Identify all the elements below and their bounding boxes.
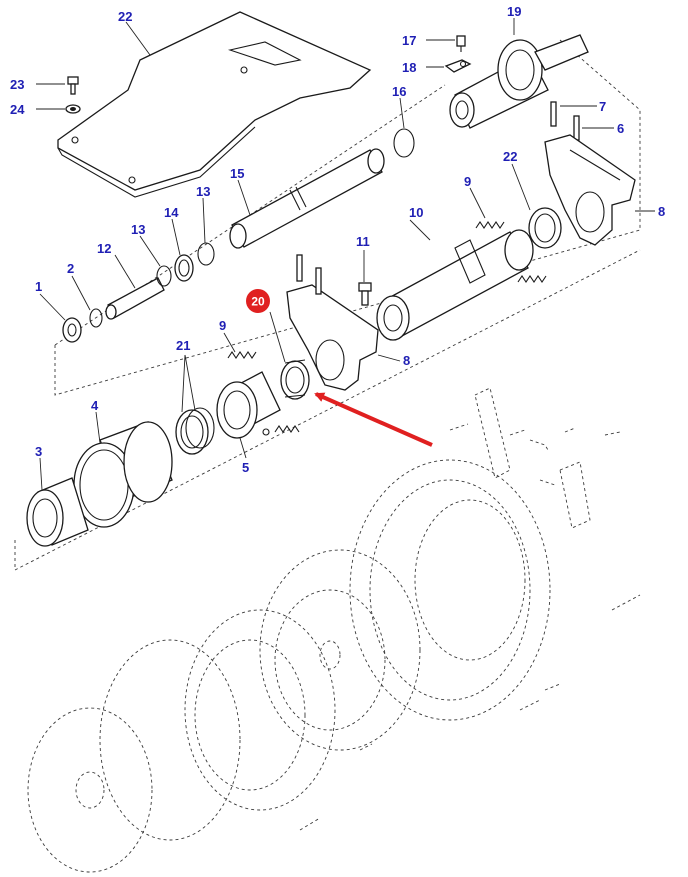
ring-part-13-lower <box>156 265 172 287</box>
spring-part-9-lower <box>227 351 300 433</box>
label-15: 15 <box>230 166 244 181</box>
label-8-right: 8 <box>658 204 665 219</box>
label-24: 24 <box>10 102 25 117</box>
label-9-upper: 9 <box>464 174 471 189</box>
tab-part-18 <box>444 59 472 73</box>
label-14: 14 <box>164 205 179 220</box>
snap-ring-part-16 <box>393 128 415 158</box>
tube-part-10 <box>376 229 534 341</box>
label-10: 10 <box>409 205 423 220</box>
part-labels: 22 23 24 19 17 18 16 7 6 15 22 9 8 13 14… <box>10 4 665 475</box>
label-11: 11 <box>356 234 370 249</box>
label-9-lower: 9 <box>219 318 226 333</box>
label-13-lower: 13 <box>131 222 145 237</box>
ring-part-22-right <box>528 207 562 249</box>
nut-part-1 <box>62 317 82 343</box>
label-4: 4 <box>91 398 99 413</box>
washer-part-24 <box>65 104 81 114</box>
assembly-outline-lower <box>14 249 641 571</box>
label-19: 19 <box>507 4 521 19</box>
bearing-part-14 <box>174 254 194 282</box>
highlight-arrow <box>314 392 433 447</box>
linkage-parts-dashed <box>299 387 641 831</box>
label-1: 1 <box>35 279 42 294</box>
pin-part-7 <box>550 101 557 127</box>
label-17: 17 <box>402 33 416 48</box>
plate-part-22 <box>57 11 372 198</box>
shaft-part-15 <box>229 148 385 249</box>
label-2: 2 <box>67 261 74 276</box>
fork-part-8-right <box>544 134 636 246</box>
housing-part-4 <box>73 421 173 528</box>
highlight-badge-20: 20 <box>246 289 270 313</box>
bearing-carrier-part-5 <box>216 371 281 439</box>
fork-part-8-lower <box>286 254 379 391</box>
label-7: 7 <box>599 99 606 114</box>
label-6: 6 <box>617 121 624 136</box>
label-12: 12 <box>97 241 111 256</box>
rings-part-21 <box>175 407 215 455</box>
label-23: 23 <box>10 77 24 92</box>
label-5: 5 <box>242 460 249 475</box>
label-8-lower: 8 <box>403 353 410 368</box>
pin-part-6 <box>573 115 580 141</box>
screw-part-17 <box>456 35 466 52</box>
sleeve-part-3 <box>26 477 89 547</box>
label-3: 3 <box>35 444 42 459</box>
label-20: 20 <box>251 295 265 309</box>
leader-lines <box>36 18 655 491</box>
spring-part-9-upper <box>475 221 547 283</box>
label-18: 18 <box>402 60 416 75</box>
label-22-top: 22 <box>118 9 132 24</box>
washer-part-2 <box>89 308 103 328</box>
label-22-right: 22 <box>503 149 517 164</box>
clutch-assembly-dashed <box>27 459 551 873</box>
shaft-part-12 <box>105 277 165 320</box>
label-16: 16 <box>392 84 406 99</box>
bolt-part-11 <box>358 282 372 306</box>
ring-part-20 <box>280 359 310 400</box>
gear-shaft-part-19 <box>449 34 589 129</box>
label-21: 21 <box>176 338 190 353</box>
ring-part-13-upper <box>197 242 215 266</box>
bolt-part-23 <box>67 76 79 95</box>
label-13-upper: 13 <box>196 184 210 199</box>
